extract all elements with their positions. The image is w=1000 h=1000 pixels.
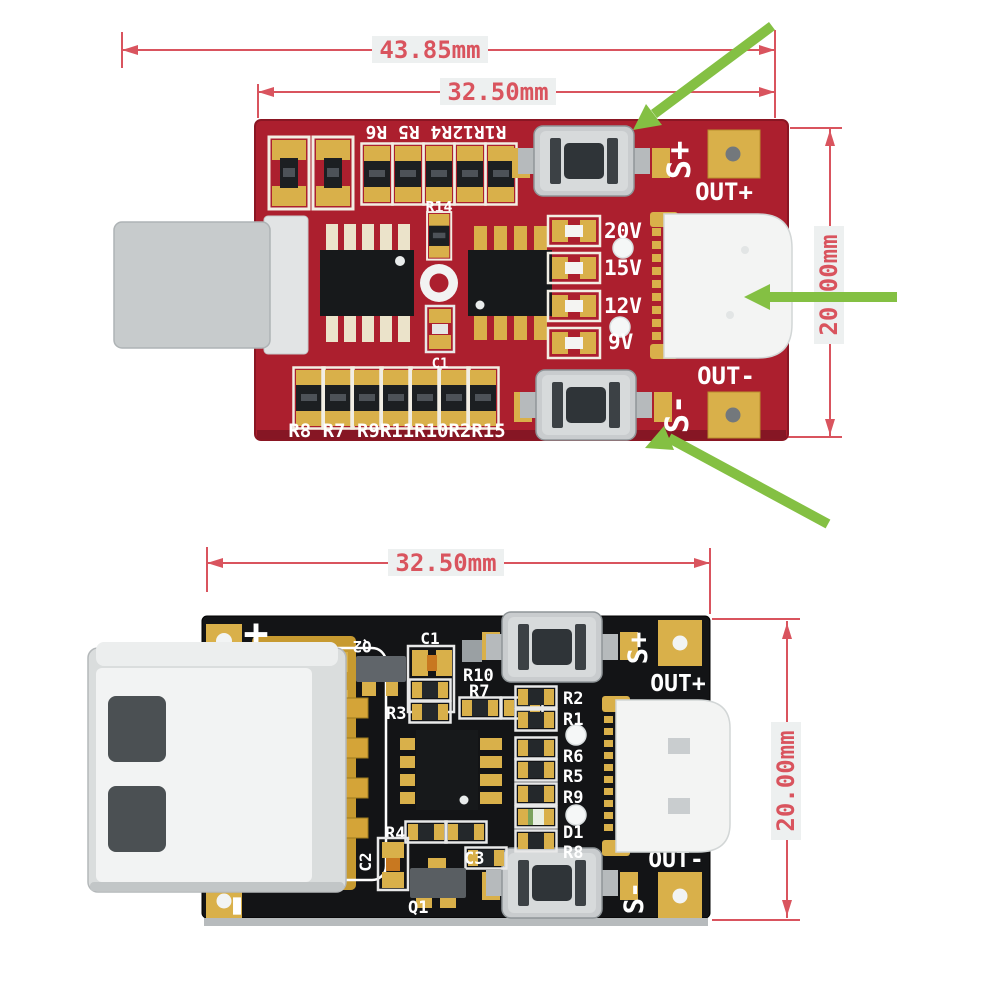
- ic-center-bottom-board: [400, 730, 502, 810]
- silk-voltage-12v: 12V: [604, 294, 642, 318]
- silk-r2: R2: [563, 689, 583, 709]
- resistor-r14: [426, 211, 453, 261]
- silk-top-resistor-row: R1R12R4 R5 R6: [366, 121, 507, 142]
- mounting-hole: [420, 264, 458, 302]
- silk-voltage-9v: 9V: [608, 330, 634, 354]
- dim-top-pcb-height: 20.00mm: [744, 127, 844, 438]
- silk-q1: Q1: [408, 898, 428, 918]
- usb-a-connector-top-board: [113, 215, 309, 355]
- silk-c2: C2: [356, 852, 375, 871]
- ic-left: [320, 224, 414, 342]
- tactile-button-bottom: [519, 369, 653, 441]
- silk-r9: R9: [563, 788, 583, 808]
- silk-s-plus-bottom-board: S+: [623, 632, 654, 665]
- silk-r10: R10: [463, 666, 494, 686]
- dim-bottom-pcb-height: 20.00mm: [712, 618, 801, 921]
- silk-out-minus: OUT-: [697, 362, 755, 390]
- silk-bottom-resistor-row: R8 R7 R9R11R10R2R15: [288, 420, 505, 442]
- arrow-to-bottom-button: [645, 426, 831, 529]
- silk-out-plus: OUT+: [695, 178, 753, 206]
- usb-c-connector-top-board: [650, 212, 793, 359]
- silk-s-minus-bottom-board: S-: [619, 882, 650, 915]
- silk-d1: D1: [563, 823, 583, 843]
- arrow-to-usb-c: [744, 284, 897, 310]
- silk-r8: R8: [563, 843, 583, 863]
- capacitor-c2: [376, 836, 410, 892]
- silk-minus-marker: -: [202, 889, 267, 923]
- silk-voltage-15v: 15V: [604, 256, 642, 280]
- tactile-button-top-bottom-board: [485, 611, 619, 683]
- resistor-cluster-mid: [458, 640, 544, 720]
- top-assembly: 43.85mm 32.50mm 20.00mm: [113, 21, 897, 529]
- capacitor-c1: [424, 304, 456, 354]
- arrow-to-top-button: [633, 21, 775, 130]
- silk-r1: R1: [563, 710, 583, 730]
- silk-r3: R3: [386, 704, 406, 724]
- silk-voltage-20v: 20V: [604, 219, 642, 243]
- silk-s-plus: S+: [660, 141, 698, 180]
- capacitor-c1-bottom-board: [406, 644, 456, 724]
- green-arrows-top: [633, 21, 897, 529]
- silk-r6: R6: [563, 747, 583, 767]
- silk-c1: C1: [432, 356, 449, 372]
- dim-top-pcb-height-label: 20.00mm: [815, 234, 843, 335]
- corner-pad-s-minus: [707, 391, 761, 439]
- silk-r4: R4: [385, 824, 405, 844]
- silk-out-plus-bottom-board: OUT+: [650, 671, 706, 697]
- corner-pad-s-minus-bottom-board: [658, 872, 702, 918]
- silk-q2: Q2: [352, 637, 371, 656]
- dim-top-pcb-width-label: 32.50mm: [447, 78, 548, 106]
- dim-bottom-pcb-width: 32.50mm: [206, 547, 711, 614]
- silk-c3: C3: [464, 849, 484, 869]
- ic-right: [468, 226, 552, 340]
- silk-r14: R14: [425, 198, 452, 216]
- dim-bottom-pcb-height-label: 20.00mm: [772, 730, 800, 831]
- corner-pad-s-plus: [707, 129, 761, 179]
- usb-a-connector-bottom-board: [87, 642, 369, 893]
- dim-bottom-pcb-width-label: 32.50mm: [395, 549, 496, 577]
- tactile-button-top: [517, 125, 651, 197]
- top-board-red-pcb: R1R12R4 R5 R6 R8 R7 R9R11R10R2R15: [254, 119, 793, 442]
- dim-overall-width-label: 43.85mm: [379, 36, 480, 64]
- silk-c1-bottom-board: C1: [420, 629, 439, 648]
- usb-c-connector-bottom-board: [602, 696, 731, 856]
- transistor-q1: [410, 858, 466, 908]
- corner-pad-s-plus-bottom-board: [658, 620, 702, 666]
- bottom-assembly: 32.50mm 20.00mm: [87, 547, 801, 926]
- silk-r7: R7: [469, 682, 489, 702]
- silk-r5: R5: [563, 767, 583, 787]
- dim-overall-width: 43.85mm: [121, 30, 776, 118]
